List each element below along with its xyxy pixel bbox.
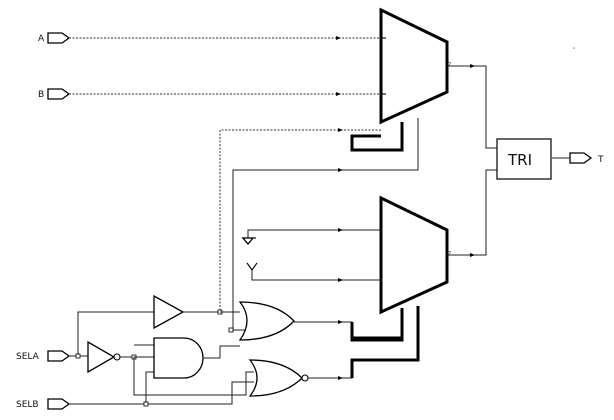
port-selb[interactable]: SELB <box>16 398 71 410</box>
svg-text:2: 2 <box>448 251 451 257</box>
or-gate[interactable] <box>228 301 295 341</box>
sela-inverter[interactable] <box>87 340 254 396</box>
port-t-label: T <box>597 155 604 165</box>
port-sela[interactable]: SELA <box>16 350 71 362</box>
mux-output-wires <box>447 64 497 257</box>
port-b[interactable]: B <box>38 88 71 100</box>
data-wires <box>69 36 380 96</box>
stray-dot <box>573 47 575 49</box>
port-a[interactable]: A <box>38 32 71 44</box>
top-mux-select-lines <box>219 118 419 330</box>
and-gate[interactable] <box>153 337 240 379</box>
port-t[interactable]: T <box>552 152 604 165</box>
tri-buffer-label: TRI <box>507 151 532 169</box>
port-sela-label: SELA <box>16 352 40 362</box>
top-mux[interactable]: 2 <box>379 7 451 125</box>
bottom-mux-constant-inputs <box>241 228 381 282</box>
bottom-mux-select-lines <box>294 306 420 380</box>
svg-text:2: 2 <box>448 62 451 68</box>
nor-gate[interactable] <box>248 359 309 397</box>
sela-path <box>69 311 154 359</box>
bottom-mux[interactable]: 2 <box>379 195 451 315</box>
tri-buffer[interactable]: TRI <box>496 138 552 180</box>
sela-buffer[interactable] <box>153 294 240 330</box>
port-a-label: A <box>38 34 45 44</box>
selb-path <box>69 371 254 407</box>
port-selb-label: SELB <box>16 400 39 410</box>
port-b-label: B <box>38 90 44 100</box>
